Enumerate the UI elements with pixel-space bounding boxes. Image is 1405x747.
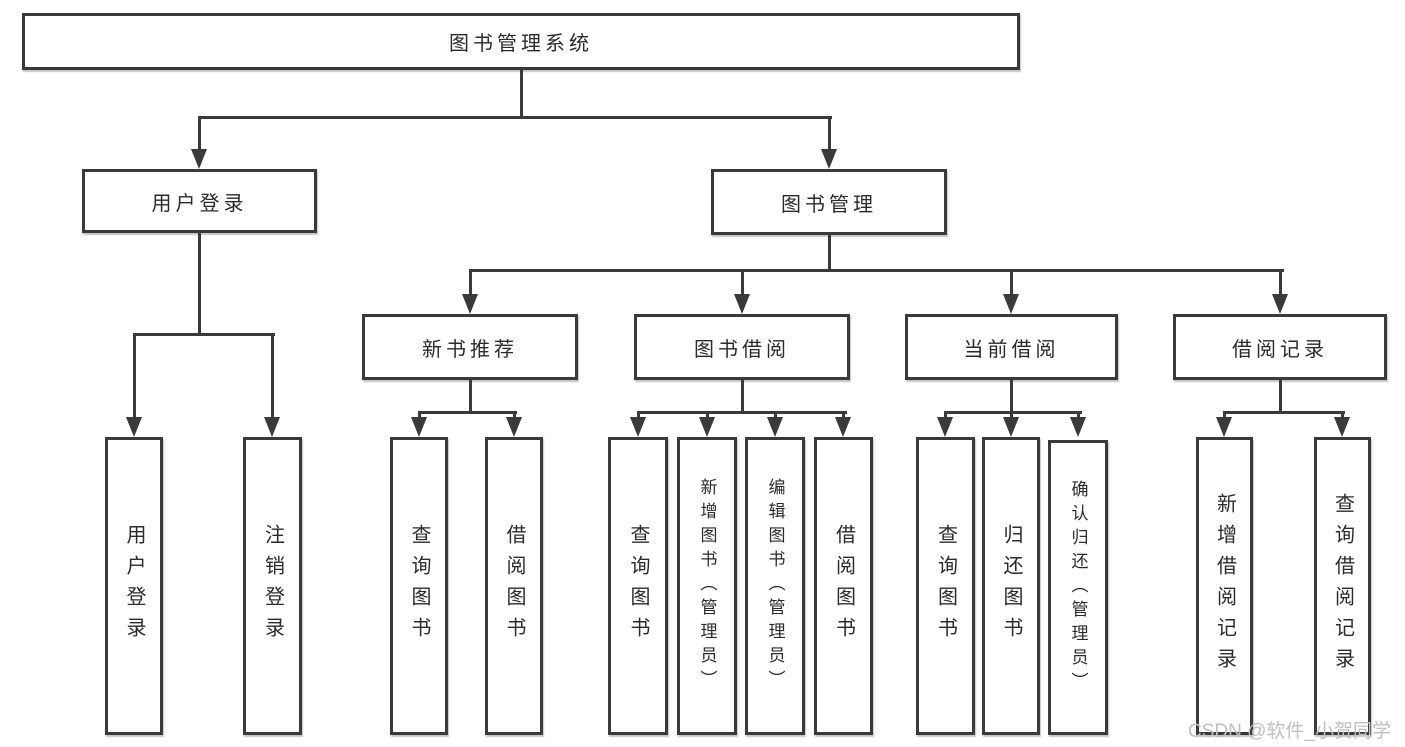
node-book-management: 图书管理: [711, 169, 947, 235]
connector-root-stem: [519, 69, 523, 118]
connector-mgmt-bar: [468, 269, 1284, 272]
arrow-down-icon: [1003, 271, 1019, 314]
arrow-down-icon: [462, 271, 478, 314]
arrow-down-icon: [767, 413, 783, 437]
leaf-label: 查询图书: [408, 524, 430, 648]
connector-root-bar: [197, 116, 832, 119]
leaf-current-confirm-return-admin: 确认归还（管理员）: [1048, 440, 1108, 735]
arrow-down-icon: [1070, 413, 1086, 437]
arrow-down-icon: [1334, 413, 1350, 437]
leaf-current-query-books: 查询图书: [916, 437, 975, 735]
leaf-current-return-books: 归还图书: [982, 437, 1040, 735]
csdn-watermark: CSDN @软件_小贺同学: [1188, 721, 1391, 742]
arrow-down-icon: [734, 271, 750, 314]
arrow-down-icon: [1216, 413, 1232, 437]
leaf-label: 新增图书（管理员）: [697, 478, 717, 694]
arrow-down-icon: [126, 335, 142, 437]
connector-borrow-stem: [740, 380, 744, 414]
leaf-borrow-add-books-admin: 新增图书（管理员）: [677, 437, 737, 735]
connector-login-stem: [197, 233, 201, 336]
node-library-system: 图书管理系统: [22, 13, 1020, 70]
connector-current-stem: [1009, 380, 1013, 414]
arrow-down-icon: [411, 413, 427, 437]
arrow-down-icon: [1003, 413, 1019, 437]
leaf-label: 新增借阅记录: [1213, 493, 1236, 679]
leaf-newbook-borrow-books: 借阅图书: [485, 437, 543, 735]
connector-newbook-stem: [468, 380, 472, 414]
node-borrowing-records: 借阅记录: [1173, 314, 1387, 380]
arrow-down-icon: [937, 413, 953, 437]
connector-current-bar: [943, 411, 1082, 414]
leaf-borrow-query-books: 查询图书: [608, 437, 668, 735]
leaf-logout-login: 注销登录: [243, 437, 302, 735]
leaf-label: 编辑图书（管理员）: [765, 478, 785, 694]
connector-records-stem: [1278, 380, 1282, 414]
leaf-borrow-edit-books-admin: 编辑图书（管理员）: [745, 437, 805, 735]
connector-borrow-bar: [636, 411, 847, 414]
node-user-login: 用户登录: [82, 169, 317, 233]
arrow-down-icon: [506, 413, 522, 437]
node-new-book-recommend: 新书推荐: [362, 314, 578, 380]
leaf-label: 注销登录: [261, 524, 284, 648]
arrow-down-icon: [835, 413, 851, 437]
leaf-label: 查询图书: [934, 524, 957, 648]
node-book-borrowing: 图书借阅: [634, 314, 850, 380]
leaf-label: 借阅图书: [503, 524, 525, 648]
leaf-label: 用户登录: [123, 524, 145, 648]
leaf-records-add-record: 新增借阅记录: [1196, 437, 1253, 735]
leaf-label: 借阅图书: [832, 524, 855, 648]
leaf-label: 确认归还（管理员）: [1068, 479, 1088, 696]
arrow-down-icon: [699, 413, 715, 437]
leaf-label: 归还图书: [1000, 524, 1022, 648]
leaf-user-login: 用户登录: [105, 437, 163, 735]
leaf-borrow-borrow-books: 借阅图书: [814, 437, 873, 735]
connector-login-bar: [132, 333, 275, 336]
connector-records-bar: [1222, 411, 1345, 414]
leaf-label: 查询借阅记录: [1331, 493, 1354, 679]
arrow-down-icon: [1272, 271, 1288, 314]
connector-mgmt-stem: [827, 235, 831, 272]
leaf-label: 查询图书: [627, 524, 649, 648]
connector-newbook-bar: [417, 411, 517, 414]
leaf-newbook-query-books: 查询图书: [390, 437, 448, 735]
arrow-down-icon: [191, 118, 207, 169]
arrow-down-icon: [264, 335, 280, 437]
arrow-down-icon: [821, 118, 837, 169]
arrow-down-icon: [630, 413, 646, 437]
leaf-records-query-record: 查询借阅记录: [1314, 437, 1371, 735]
node-current-borrowing: 当前借阅: [905, 314, 1118, 380]
